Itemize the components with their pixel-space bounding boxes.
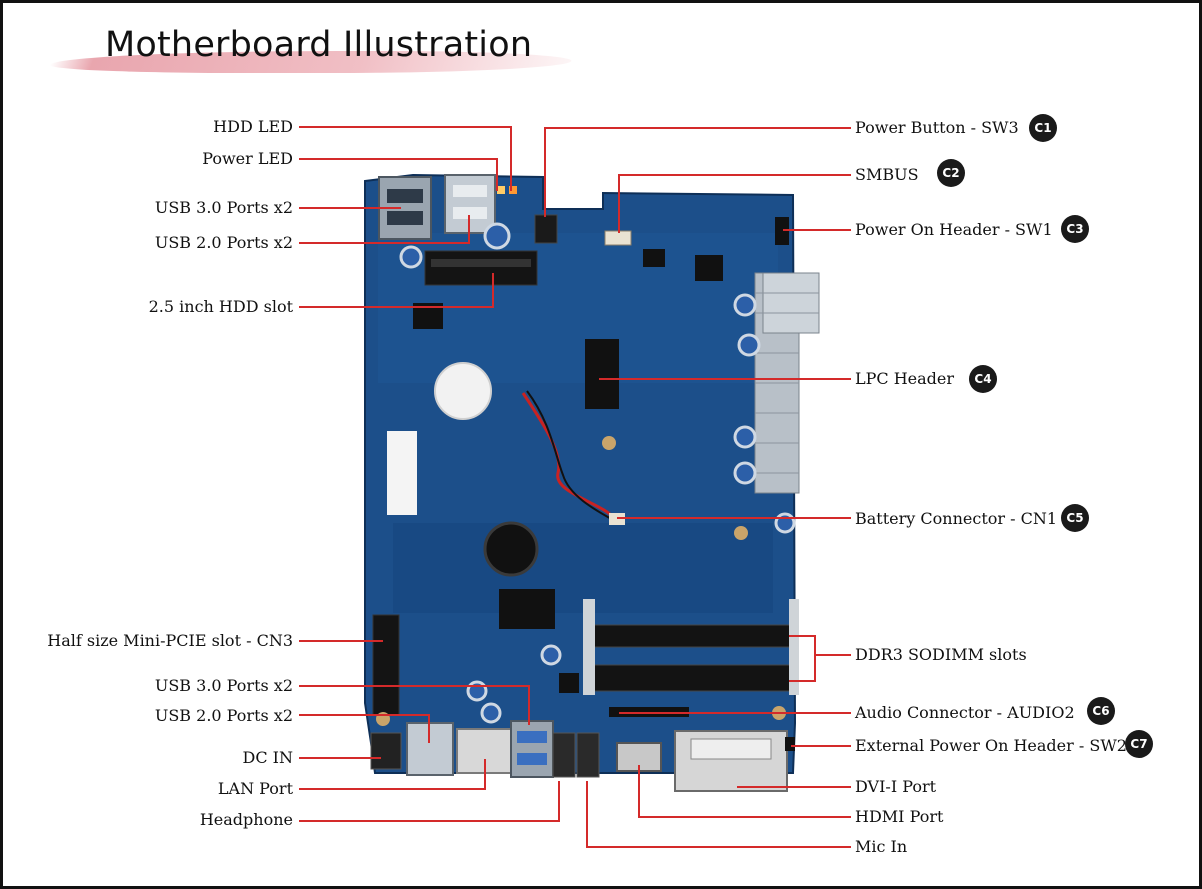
label-dc-in: DC IN (242, 748, 293, 767)
chip (695, 255, 723, 281)
badge-c6: C6 (1087, 697, 1115, 725)
label-lpc-header: LPC Header (855, 369, 955, 388)
headphone-jack (552, 732, 576, 778)
label-audio-connector: Audio Connector - AUDIO2 (855, 703, 1075, 722)
board-diagram (299, 126, 851, 848)
lpc-header-component (585, 339, 619, 409)
hdd-led-component (509, 186, 517, 194)
thermal-pad (434, 362, 492, 420)
battery-cable (521, 392, 617, 521)
label-sticker (387, 431, 417, 515)
capacitor (540, 644, 562, 666)
label-smbus: SMBUS (855, 165, 919, 184)
leader-power-led (299, 158, 498, 191)
mini-pcie-slot-component (372, 614, 400, 716)
label-usb3-bottom: USB 3.0 Ports x2 (154, 676, 293, 695)
capacitor (774, 512, 796, 534)
label-hdd-led: HDD LED (213, 117, 293, 136)
leader-ddr3-top (789, 635, 816, 682)
badge-c1: C1 (1029, 114, 1057, 142)
power-led-component (497, 186, 505, 194)
heatsink (754, 272, 820, 494)
label-usb2-top: USB 2.0 Ports x2 (154, 233, 293, 252)
label-usb2-bottom: USB 2.0 Ports x2 (154, 706, 293, 725)
usb3-top-port-inner (387, 189, 423, 203)
label-mini-pcie: Half size Mini-PCIE slot - CN3 (47, 631, 293, 650)
capacitor (737, 333, 761, 357)
leader-usb2-bottom (299, 714, 430, 743)
leader-mic-in (586, 781, 851, 848)
leader-hdmi-port (638, 765, 851, 818)
leader-smbus (618, 174, 851, 233)
label-lan-port: LAN Port (217, 779, 293, 798)
usb3-top-port-inner (387, 211, 423, 225)
motherboard (364, 173, 820, 792)
usb3-bottom-port-inner (517, 731, 547, 743)
board-shade-area (393, 523, 773, 613)
capacitor (466, 680, 488, 702)
badge-c2: C2 (937, 159, 965, 187)
capacitor (733, 461, 757, 485)
ddr3-slot-1 (588, 624, 796, 648)
label-power-button: Power Button - SW3 (855, 118, 1019, 137)
badge-c5: C5 (1061, 504, 1089, 532)
leader-hdd-led (299, 126, 512, 191)
label-hdd-slot: 2.5 inch HDD slot (148, 297, 293, 316)
usb2-top-port-inner (453, 185, 487, 197)
label-ddr3-slots: DDR3 SODIMM slots (855, 645, 1027, 664)
label-headphone: Headphone (199, 810, 293, 829)
usb2-top-port-inner (453, 207, 487, 219)
label-dvi-port: DVI-I Port (855, 777, 937, 796)
ddr3-slot-2 (588, 664, 796, 692)
chip (559, 673, 579, 693)
capacitor (480, 702, 502, 724)
usb3-bottom-port (510, 720, 554, 778)
chip (499, 589, 555, 629)
label-usb3-top: USB 3.0 Ports x2 (154, 198, 293, 217)
label-ext-power-header: External Power On Header - SW2 (855, 736, 1127, 755)
usb3-bottom-port-inner (517, 753, 547, 765)
mic-in-jack (576, 732, 600, 778)
capacitor (483, 222, 511, 250)
capacitor (399, 245, 423, 269)
mounting-hole (602, 436, 616, 450)
label-hdmi-port: HDMI Port (855, 807, 944, 826)
leader-lan-port (299, 759, 486, 790)
leader-usb2-top (299, 215, 470, 244)
mounting-hole (734, 526, 748, 540)
label-power-led: Power LED (202, 149, 293, 168)
ext-power-header-component (785, 737, 795, 751)
label-power-on-header: Power On Header - SW1 (855, 220, 1053, 239)
battery-cable (526, 390, 616, 522)
hdd-slot-component (424, 250, 538, 286)
cmos-battery (483, 521, 539, 577)
hdd-slot-pins (431, 259, 531, 267)
ddr3-slot-clip (789, 599, 799, 695)
badge-c3: C3 (1061, 215, 1089, 243)
dvi-port-inner (690, 738, 772, 760)
badge-c4: C4 (969, 365, 997, 393)
smbus-component (604, 230, 632, 246)
leader-lines (299, 126, 851, 848)
leader-usb3-bottom (299, 685, 530, 725)
title-block: Motherboard Illustration (43, 21, 583, 81)
dc-in-jack (370, 732, 402, 770)
leader-headphone (299, 781, 560, 822)
capacitor (733, 425, 757, 449)
capacitor (733, 293, 757, 317)
chip (643, 249, 665, 267)
ddr3-slot-clip (583, 599, 595, 695)
leader-power-button (544, 127, 851, 217)
leader-hdd-slot (299, 273, 494, 308)
badge-c7: C7 (1125, 730, 1153, 758)
label-battery-connector: Battery Connector - CN1 (855, 509, 1058, 528)
power-button-component (534, 214, 558, 244)
label-mic-in: Mic In (855, 837, 908, 856)
power-on-header-component (775, 217, 789, 245)
page-title: Motherboard Illustration (105, 25, 533, 65)
